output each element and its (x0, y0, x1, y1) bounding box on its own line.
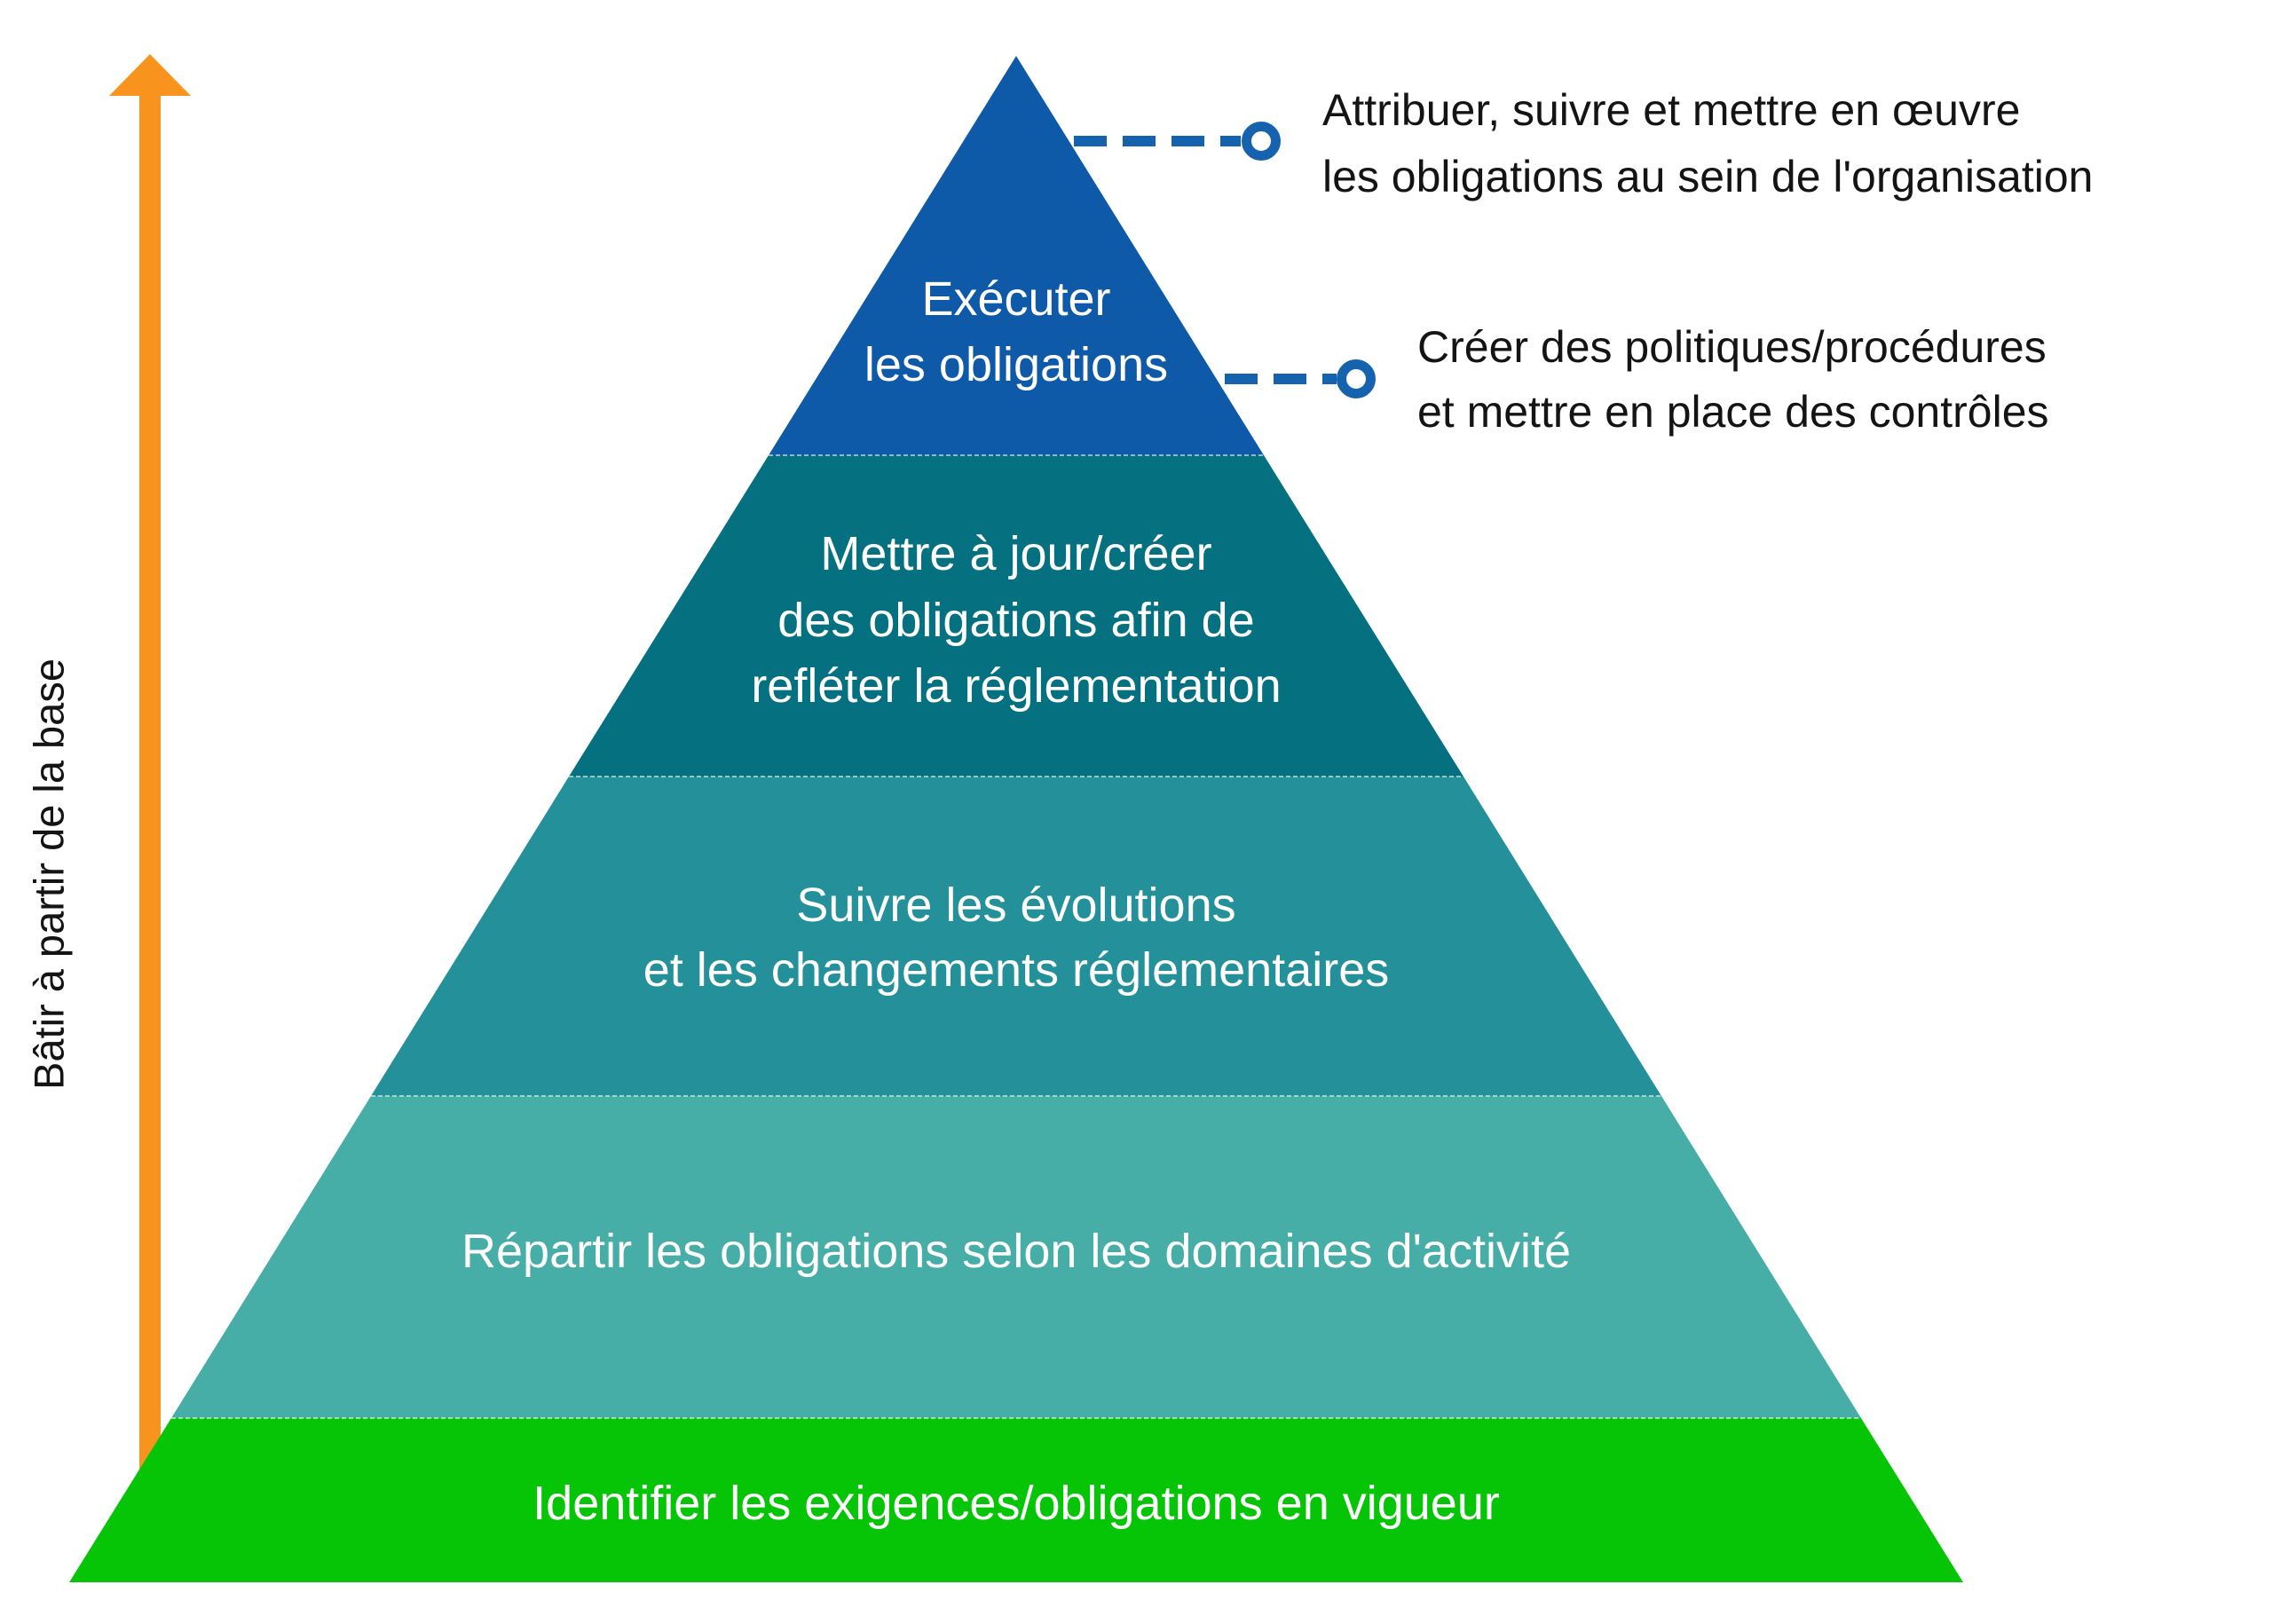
connector-circle-top (1242, 122, 1281, 161)
level-2-label-line-2: des obligations afin de (777, 594, 1254, 647)
level-3-label: Suivre les évolutions et les changements… (643, 879, 1389, 997)
level-5-label-line-1: Identifier les exigences/obligations en … (532, 1477, 1500, 1530)
layer-seams (171, 454, 1861, 1419)
level-2-label: Mettre à jour/créer des obligations afin… (751, 527, 1281, 713)
annotation-attribuer-line-2: les obligations au sein de l'organisatio… (1322, 152, 2093, 201)
pyramid-level-5 (69, 1418, 1963, 1582)
level-4-label: Répartir les obligations selon les domai… (462, 1225, 1571, 1278)
pyramid-level-3 (371, 777, 1661, 1096)
level-3-label-line-1: Suivre les évolutions (796, 879, 1235, 932)
annotation-creer-politiques-line-2: et mettre en place des contrôles (1417, 387, 2049, 437)
pyramid-level-2 (569, 455, 1463, 777)
level-5-label: Identifier les exigences/obligations en … (532, 1477, 1500, 1530)
upward-arrow-icon (109, 54, 191, 1473)
level-1-label-line-1: Exécuter (921, 272, 1110, 326)
pyramid-level-4 (171, 1096, 1861, 1418)
level-3-label-line-2: et les changements réglementaires (643, 943, 1389, 997)
annotation-creer-politiques: Créer des politiques/procédures et mettr… (1417, 322, 2049, 437)
connector-circle-middle (1337, 359, 1376, 398)
level-2-label-line-3: refléter la réglementation (751, 659, 1281, 713)
level-1-label: Exécuter les obligations (864, 272, 1168, 391)
annotation-attribuer-line-1: Attribuer, suivre et mettre en œuvre (1322, 85, 2020, 135)
pyramid-level-1 (769, 56, 1264, 455)
level-2-label-line-1: Mettre à jour/créer (820, 527, 1211, 580)
level-1-label-line-2: les obligations (864, 338, 1168, 391)
level-4-label-line-1: Répartir les obligations selon les domai… (462, 1225, 1571, 1278)
annotation-creer-politiques-line-1: Créer des politiques/procédures (1417, 322, 2047, 372)
annotation-attribuer: Attribuer, suivre et mettre en œuvre les… (1322, 85, 2093, 201)
axis-label: Bâtir à partir de la base (26, 658, 73, 1090)
